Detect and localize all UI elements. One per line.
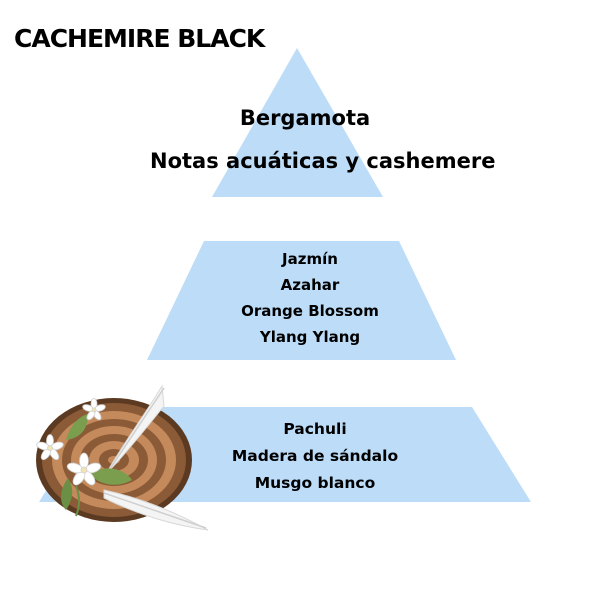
- top-note: Notas acuáticas y cashemere: [150, 149, 496, 173]
- heart-notes: Jazmín Azahar Orange Blossom Ylang Ylang: [200, 246, 420, 350]
- jasmine-flower-icon: [36, 398, 106, 486]
- heart-note: Ylang Ylang: [259, 328, 361, 346]
- base-notes: Pachuli Madera de sándalo Musgo blanco: [190, 416, 440, 497]
- heart-note: Jazmín: [282, 250, 338, 268]
- heart-note: Azahar: [280, 276, 340, 294]
- top-note: Bergamota: [239, 106, 371, 130]
- product-title: CACHEMIRE BLACK: [14, 24, 265, 53]
- pyramid-middle-tier: [147, 241, 456, 360]
- top-notes: Bergamota Notas acuáticas y cashemere: [150, 97, 496, 183]
- base-note: Madera de sándalo: [231, 447, 399, 465]
- feather-icon: [103, 384, 209, 531]
- wood-slice-illustration: [36, 384, 209, 531]
- pyramid-top-tier: [212, 48, 383, 197]
- base-note: Musgo blanco: [254, 474, 376, 492]
- leaf-icon: [61, 414, 132, 517]
- heart-note: Orange Blossom: [241, 302, 379, 320]
- base-note: Pachuli: [283, 420, 347, 438]
